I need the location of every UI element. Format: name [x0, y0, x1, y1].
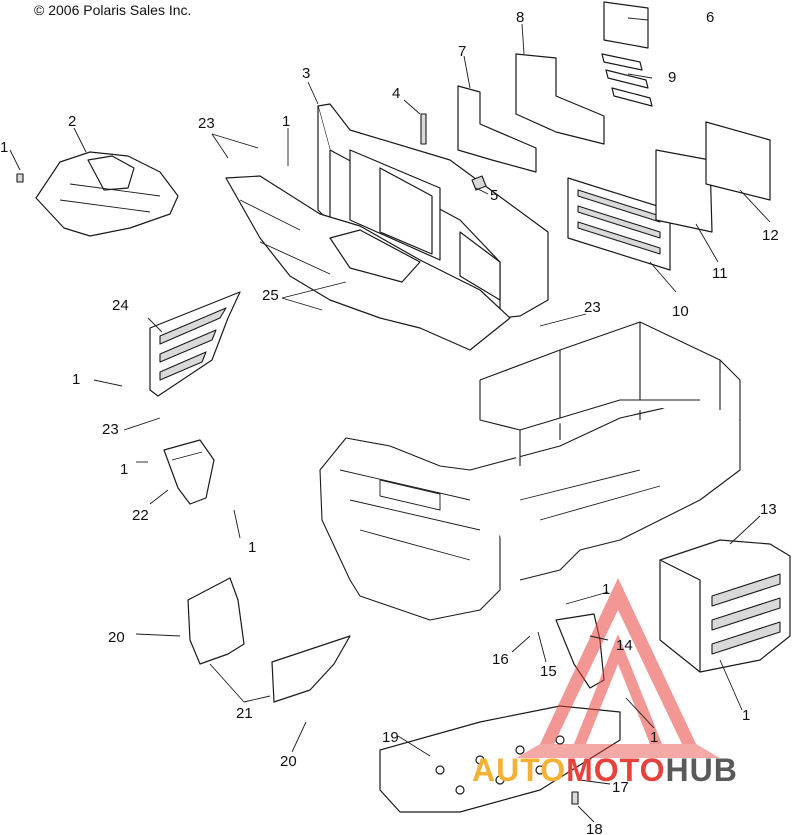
callout-23: 23 — [102, 421, 119, 438]
callout-16: 16 — [492, 651, 509, 668]
callout-24: 24 — [112, 297, 129, 314]
callout-6: 6 — [706, 9, 714, 26]
callout-8: 8 — [516, 9, 524, 26]
callout-4: 4 — [392, 85, 400, 102]
callout-2: 2 — [68, 113, 76, 130]
callout-1: 1 — [650, 729, 658, 746]
part-18-bolt — [571, 791, 579, 805]
callout-numbers: 1 1 1 1 1 1 1 1 2 3 4 5 6 7 8 9 10 11 12… — [0, 9, 779, 835]
part-21-panel-a — [187, 577, 245, 665]
watermark-brand: AUTOMOTOHUB — [472, 752, 738, 789]
part-2-front-cover — [35, 151, 179, 237]
callout-1: 1 — [602, 581, 610, 598]
callout-19: 19 — [382, 729, 399, 746]
callout-1: 1 — [0, 139, 8, 156]
part-11-pad — [655, 149, 713, 233]
watermark-part-auto: AUTO — [472, 752, 567, 788]
callout-18: 18 — [586, 821, 603, 835]
part-19-skid-plate — [379, 705, 621, 813]
callout-3: 3 — [302, 65, 310, 82]
callout-23: 23 — [198, 115, 215, 132]
callout-5: 5 — [490, 187, 498, 204]
callout-1: 1 — [72, 371, 80, 388]
callout-1: 1 — [282, 113, 290, 130]
part-22-bracket — [163, 439, 215, 505]
callout-1: 1 — [742, 707, 750, 724]
copyright-notice: © 2006 Polaris Sales Inc. — [34, 2, 192, 18]
leader-lines — [9, 17, 771, 823]
callout-9: 9 — [668, 69, 676, 86]
callout-11: 11 — [712, 265, 728, 282]
frame-chassis — [319, 321, 741, 621]
part-6-pad — [603, 1, 649, 49]
part-13-side-box — [659, 539, 791, 673]
part-4-bolt — [420, 113, 427, 145]
part-10-vent-panel — [567, 177, 671, 271]
part-21-panel-b — [271, 635, 351, 703]
callout-1: 1 — [120, 461, 128, 478]
part-5-clip — [471, 175, 487, 191]
part-1-screw-a — [16, 173, 24, 183]
callout-20: 20 — [280, 753, 297, 770]
part-24-side-vent — [149, 291, 241, 397]
part-9-strips — [601, 53, 653, 107]
callout-7: 7 — [458, 43, 466, 60]
watermark-part-hub: HUB — [665, 752, 738, 788]
callout-23: 23 — [584, 299, 601, 316]
callout-20: 20 — [108, 629, 125, 646]
part-3-rear-panel — [317, 103, 549, 319]
callout-22: 22 — [132, 507, 149, 524]
part-8-pad — [515, 53, 605, 145]
part-25-floor-pan — [225, 175, 511, 351]
callout-13: 13 — [760, 501, 777, 518]
callout-12: 12 — [762, 227, 779, 244]
part-7-pad — [457, 85, 537, 173]
callout-25: 25 — [262, 287, 279, 304]
callout-10: 10 — [672, 303, 689, 320]
callout-14: 14 — [616, 637, 633, 654]
part-12-pad — [705, 121, 771, 201]
watermark-part-moto: MOTO — [566, 752, 666, 788]
callout-21: 21 — [236, 705, 253, 722]
callout-1: 1 — [248, 539, 256, 556]
watermark-logo-icon — [516, 578, 720, 758]
callout-17: 17 — [612, 779, 629, 796]
callout-15: 15 — [540, 663, 557, 680]
